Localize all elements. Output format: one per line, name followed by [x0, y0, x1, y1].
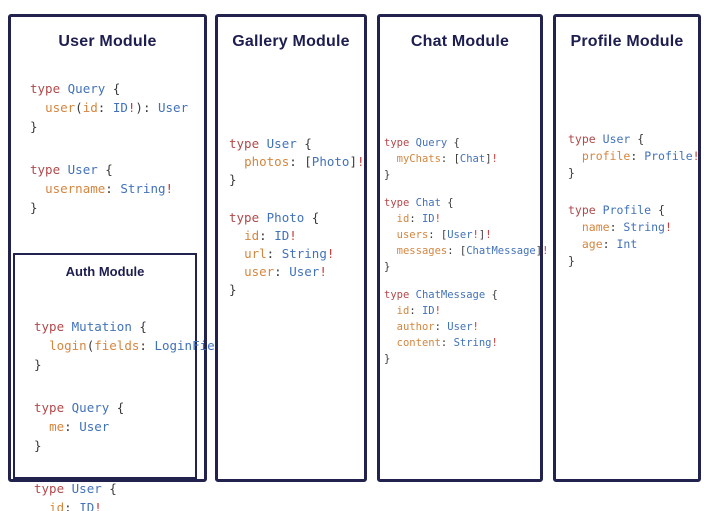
- panel-title-user-module: User Module: [58, 33, 157, 50]
- panel-profile-module: Profile Module type User { profile: Prof…: [553, 14, 701, 482]
- panel-chat-module: Chat Module type Query { myChats: [Chat]…: [377, 14, 548, 482]
- code-snippet-gallery-module: type User { photos: [Photo]!}type Photo …: [229, 136, 365, 297]
- panel-title-chat-module: Chat Module: [410, 33, 510, 50]
- code-snippet-profile-module: type User { profile: Profile!}type Profi…: [568, 132, 700, 268]
- panel-user-module: User Module type Query { user(id: ID!): …: [8, 14, 290, 511]
- panel-title-profile-module: Profile Module: [570, 33, 684, 50]
- panel-auth-module: Auth Module type Mutation { login(fields…: [13, 253, 290, 511]
- panel-title-gallery-module: Gallery Module: [232, 33, 350, 50]
- code-snippet-chat-module: type Query { myChats: [Chat]!}type Chat …: [384, 137, 549, 365]
- panel-title-auth-module: Auth Module: [65, 264, 145, 279]
- panel-gallery-module: Gallery Module type User { photos: [Phot…: [215, 14, 367, 482]
- code-snippet-user-module: type Query { user(id: ID!): User}type Us…: [30, 81, 189, 215]
